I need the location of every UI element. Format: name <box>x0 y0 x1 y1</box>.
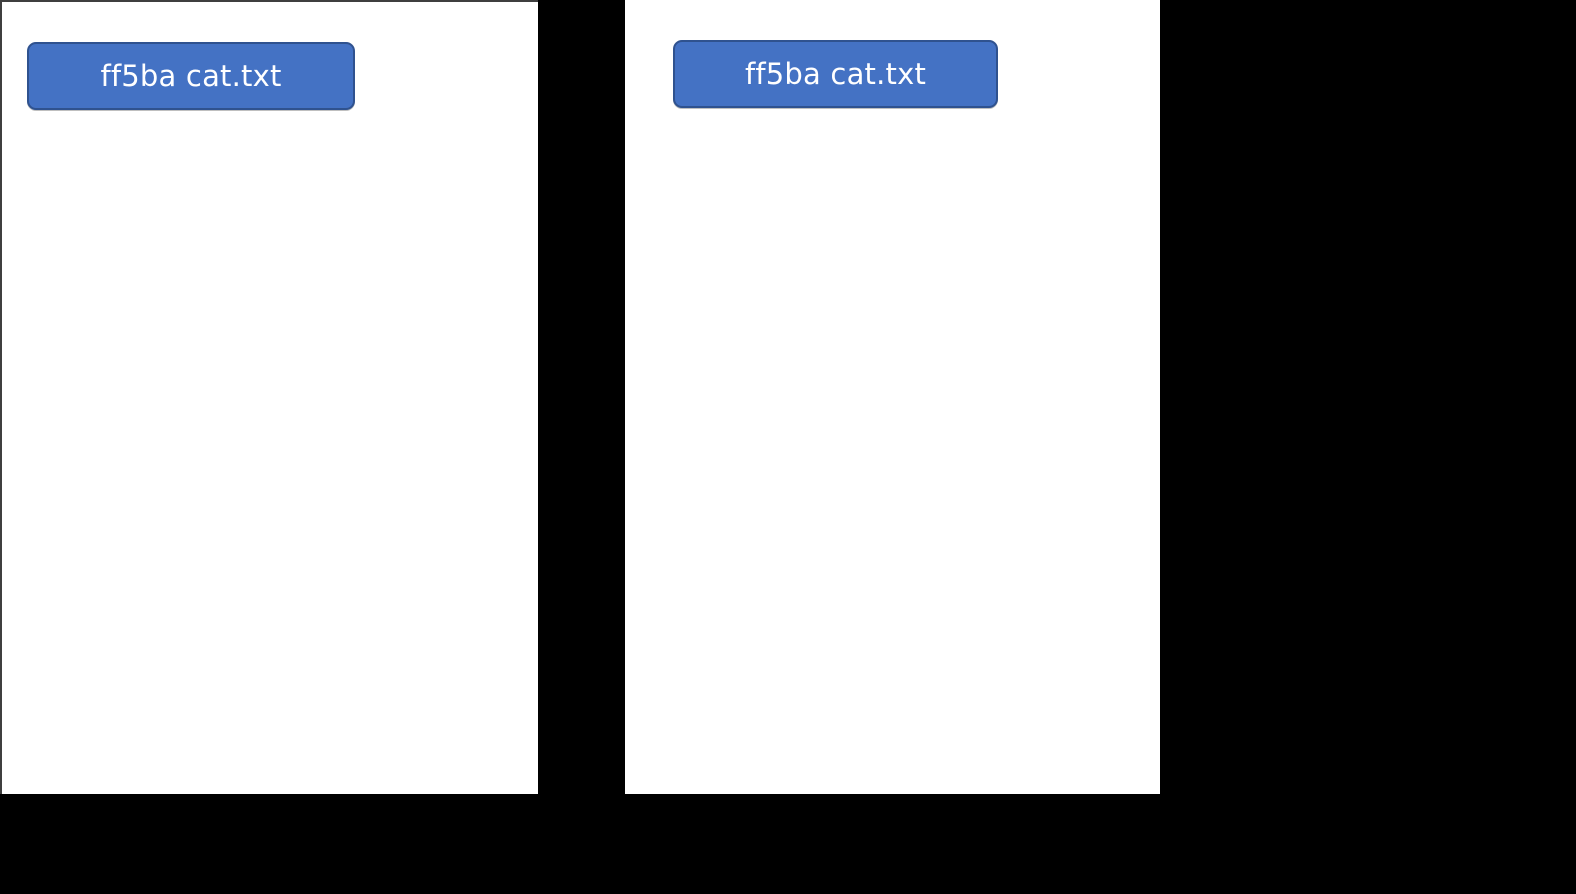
file-button-left-label: ff5ba cat.txt <box>100 58 282 93</box>
file-button-right[interactable]: ff5ba cat.txt <box>673 40 998 108</box>
right-document-page: ff5ba cat.txt <box>625 0 1160 794</box>
left-document-page: ff5ba cat.txt <box>0 0 538 794</box>
left-page-content-area <box>2 122 538 794</box>
file-button-left[interactable]: ff5ba cat.txt <box>27 42 355 110</box>
file-button-right-label: ff5ba cat.txt <box>744 56 927 91</box>
right-page-content-area <box>625 120 1160 794</box>
